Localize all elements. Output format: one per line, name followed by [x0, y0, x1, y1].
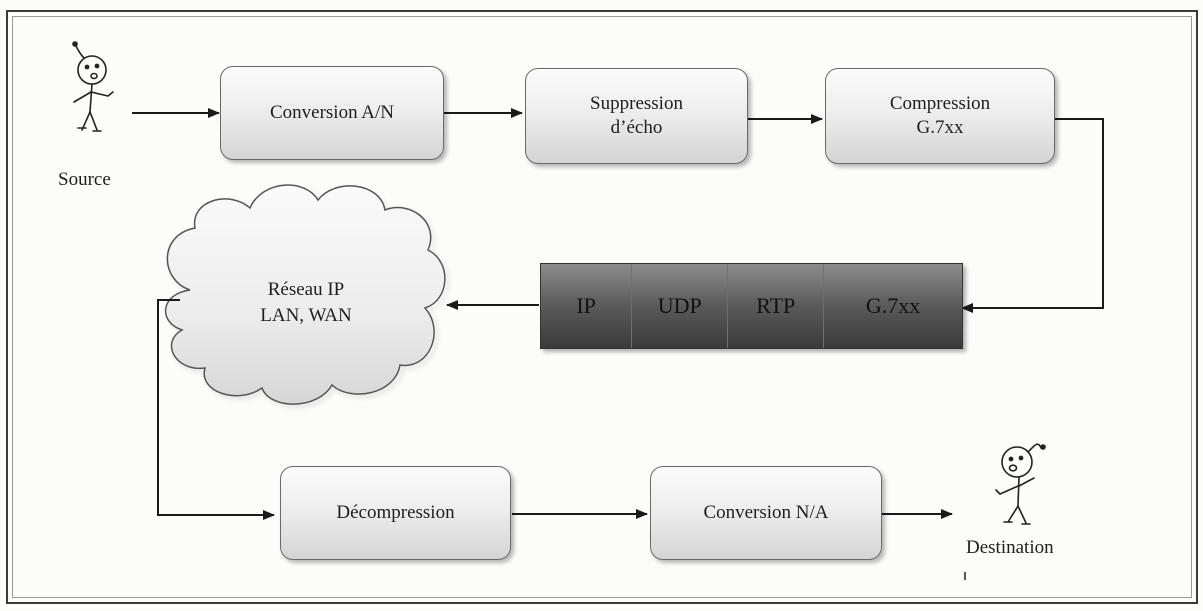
source-label: Source: [58, 169, 111, 190]
network-label: Réseau IP LAN, WAN: [236, 277, 376, 328]
network-label-line1: Réseau IP: [267, 279, 345, 300]
destination-person-icon: [995, 443, 1046, 525]
outer-frame: [6, 10, 1198, 604]
arrow-compression-to-packet: [961, 118, 1104, 313]
destination-label: Destination: [966, 537, 1054, 558]
echo-suppression-label: Suppression d’écho: [590, 93, 683, 138]
network-label-line2: LAN, WAN: [260, 304, 352, 326]
echo-suppression-box: Suppression d’écho: [525, 68, 748, 164]
conversion-an-label: Conversion A/N: [269, 102, 395, 124]
packet-segment-codec: G.7xx: [865, 293, 921, 318]
decompression-box: Décompression: [280, 466, 511, 560]
packet-segment-ip: IP: [541, 264, 633, 348]
connector-lines: [132, 108, 1104, 520]
inner-frame: [12, 16, 1192, 598]
conversion-an-box: Conversion A/N: [220, 66, 444, 160]
packet-segment-udp: UDP: [632, 264, 729, 348]
compression-box: Compression G.7xx: [825, 68, 1055, 164]
decompression-label: Décompression: [336, 502, 455, 524]
network-cloud: [165, 184, 446, 405]
source-person-icon: [72, 41, 114, 132]
conversion-na-box: Conversion N/A: [650, 466, 882, 560]
packet-segment-rtp: RTP: [728, 264, 825, 348]
conversion-na-label: Conversion N/A: [703, 502, 829, 524]
compression-label: Compression G.7xx: [889, 93, 991, 138]
rtp-packet: IP UDP RTP G.7xx: [540, 263, 963, 349]
arrow-network-to-decompression: [157, 299, 275, 520]
